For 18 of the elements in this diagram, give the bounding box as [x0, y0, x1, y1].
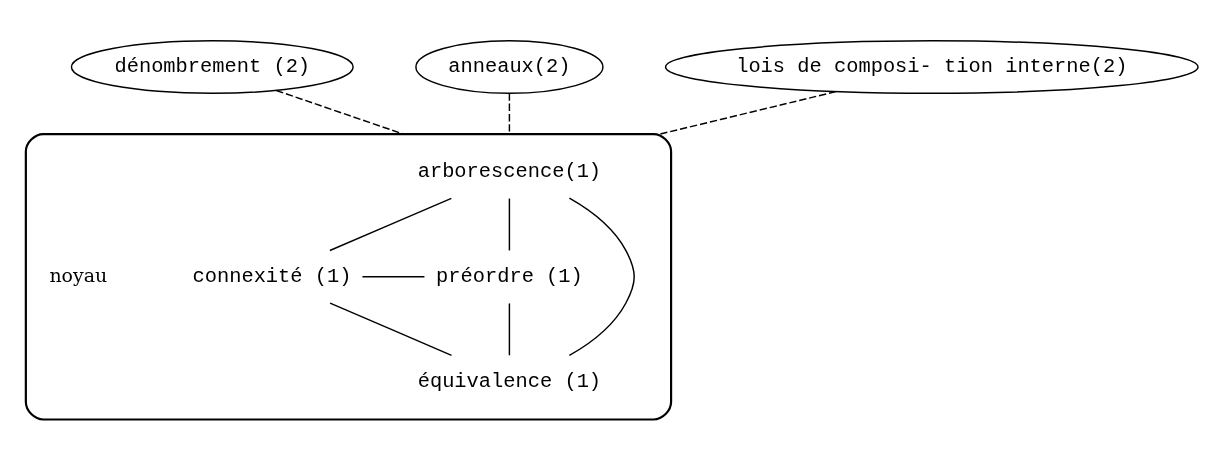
connector — [508, 197, 511, 251]
node-text: arborescence(1) — [417, 159, 602, 183]
connector — [329, 197, 453, 251]
node-ellipse: lois de composi- tion interne(2) — [664, 39, 1199, 94]
connector — [329, 301, 453, 356]
connector — [659, 90, 837, 135]
connector — [361, 275, 426, 277]
label: noyau — [49, 263, 108, 286]
connector — [508, 302, 511, 356]
connector — [508, 92, 511, 135]
cluster — [24, 132, 673, 421]
connector — [568, 196, 635, 356]
node-text: préordre (1) — [436, 264, 583, 288]
node-text: connexité (1) — [192, 264, 352, 288]
node-ellipse: anneaux(2) — [415, 39, 604, 94]
node-text: équivalence (1) — [417, 369, 602, 393]
connector — [275, 89, 405, 135]
node-ellipse: dénombrement (2) — [70, 39, 354, 94]
